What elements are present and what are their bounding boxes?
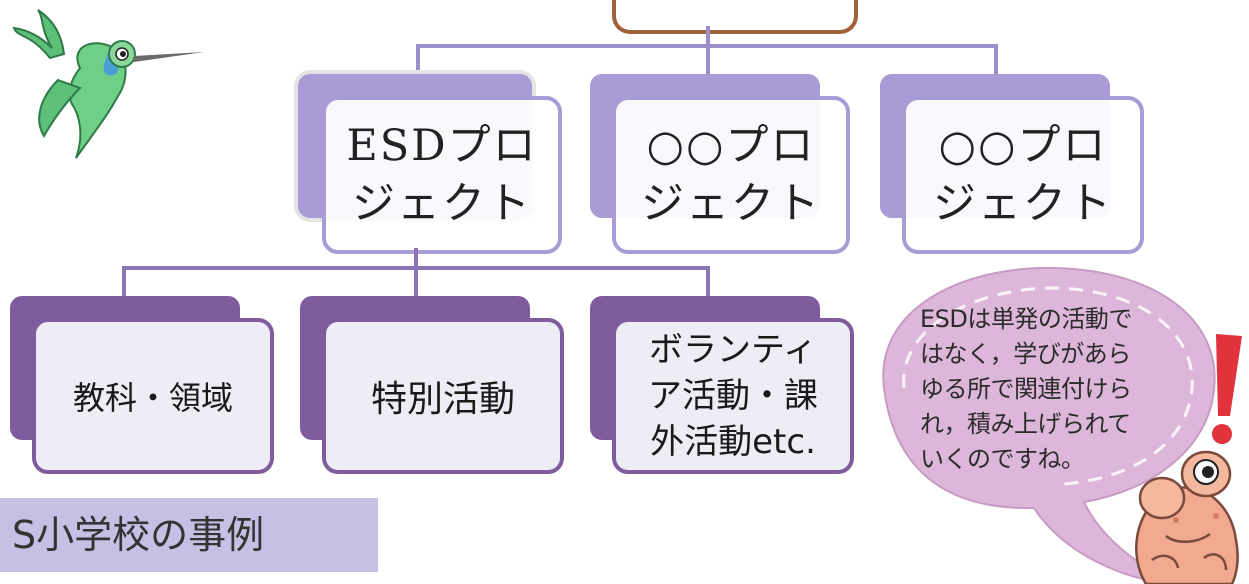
connector-activity-1 (122, 266, 126, 296)
hummingbird-illustration (12, 9, 204, 159)
speech-bubble-text: ESDは単発の活動で はなく，学びがあら ゆる所で関連付けら れ，積み上げられて… (920, 305, 1132, 473)
frog-illustration (1135, 450, 1239, 584)
connector-esd-trunk (414, 248, 418, 268)
connector-activity-3 (706, 266, 710, 296)
connector-project-2 (706, 44, 710, 74)
connector-activity-2 (414, 266, 418, 296)
connector-project-1 (416, 44, 420, 74)
project-esd[interactable]: ESDプロ ジェクト (322, 96, 562, 254)
case-caption: S小学校の事例 (0, 498, 378, 572)
activity-subjects[interactable]: 教科・領域 (32, 318, 274, 474)
connector-root-trunk (706, 26, 710, 46)
root-node (612, 0, 858, 34)
exclamation-icon (1212, 334, 1242, 444)
activity-special[interactable]: 特別活動 (322, 318, 564, 474)
activity-volunteer[interactable]: ボランティ ア活動・課 外活動etc. (612, 318, 854, 474)
speech-bubble (882, 266, 1216, 584)
project-placeholder-1[interactable]: ○○プロ ジェクト (612, 96, 850, 254)
project-placeholder-2[interactable]: ○○プロ ジェクト (902, 96, 1144, 254)
connector-project-3 (994, 44, 998, 74)
